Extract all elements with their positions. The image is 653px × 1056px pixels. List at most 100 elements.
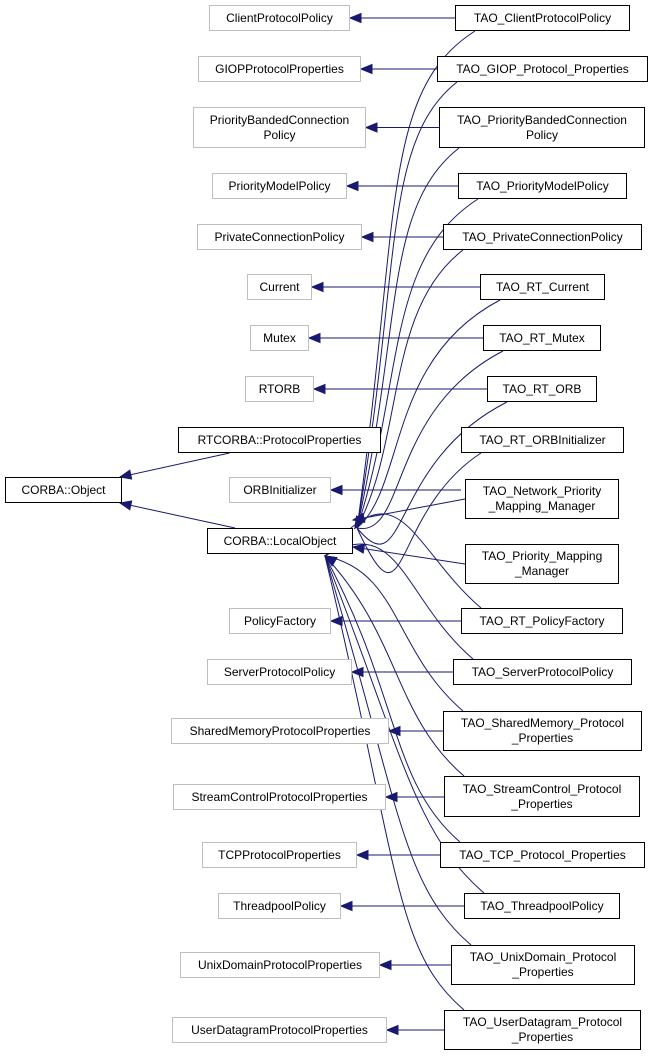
class-node-label: PolicyFactory [243,613,317,628]
class-node-tao-prioritybandedconnectionpolicy[interactable]: TAO_PriorityBandedConnection Policy [439,107,645,148]
class-node-streamcontrolprotocolproperties: StreamControlProtocolProperties [173,784,386,810]
class-node-tao-rt-mutex[interactable]: TAO_RT_Mutex [483,325,601,351]
class-node-label: PriorityBandedConnection Policy [209,112,350,142]
arrowhead-icon [385,1024,399,1036]
edge-tao-rt-current-to-corba-localobject [356,299,501,529]
class-node-label: TAO_ThreadpoolPolicy [480,898,604,913]
arrowhead-icon [339,900,353,912]
class-node-threadpoolpolicy: ThreadpoolPolicy [218,893,341,919]
edge-tao-tcp-protocol-properties-to-corba-localobject [324,555,461,843]
class-node-label: TAO_RT_ORB [502,381,582,396]
class-node-tao-rt-orb[interactable]: TAO_RT_ORB [487,376,597,402]
class-node-label: TAO_PriorityBandedConnection Policy [457,112,627,142]
class-node-corba-localobject[interactable]: CORBA::LocalObject [207,528,353,554]
class-node-label: TCPProtocolProperties [218,847,341,862]
class-node-tao-rt-orbinitializer[interactable]: TAO_RT_ORBInitializer [461,427,624,453]
class-node-label: RTORB [258,381,301,396]
class-node-label: TAO_RT_Current [496,279,589,294]
class-node-tao-giop-protocol-properties[interactable]: TAO_GIOP_Protocol_Properties [437,56,648,82]
class-node-privateconnectionpolicy: PrivateConnectionPolicy [197,224,362,250]
class-node-label: TAO_StreamControl_Protocol _Properties [462,781,622,811]
arrowhead-icon [348,12,362,24]
arrowhead-icon [378,959,392,971]
class-node-tao-tcp-protocol-properties[interactable]: TAO_TCP_Protocol_Properties [440,842,645,868]
class-node-label: PriorityModelPolicy [228,178,331,193]
arrowhead-icon [364,122,378,133]
class-node-label: TAO_ServerProtocolPolicy [471,664,614,679]
class-node-label: TAO_UnixDomain_Protocol _Properties [469,950,617,979]
class-node-current: Current [247,274,312,300]
edge-tao-priority-mapping-manager-to-corba-localobject [352,546,466,565]
class-node-label: TAO_GIOP_Protocol_Properties [456,61,629,76]
class-node-label: UnixDomainProtocolProperties [197,957,363,972]
class-node-tao-privateconnectionpolicy[interactable]: TAO_PrivateConnectionPolicy [443,224,642,250]
class-node-label: SharedMemoryProtocolProperties [189,723,371,738]
arrowhead-icon [118,469,133,480]
class-node-sharedmemoryprotocolproperties: SharedMemoryProtocolProperties [171,718,389,744]
class-node-label: TAO_TCP_Protocol_Properties [459,847,626,862]
class-node-tao-clientprotocolpolicy[interactable]: TAO_ClientProtocolPolicy [455,5,630,31]
arrowhead-icon [312,383,326,395]
arrowhead-icon [345,180,359,192]
edge-tao-network-priority-mapping-manager-to-corba-localobject [352,498,466,521]
class-node-corba-object[interactable]: CORBA::Object [5,477,122,503]
edge-tao-unixdomain-protocol-properties-to-corba-localobject [324,555,472,946]
class-node-orbinitializer: ORBInitializer [229,477,331,503]
arrowhead-icon [310,281,324,293]
class-node-clientprotocolpolicy: ClientProtocolPolicy [209,5,350,31]
class-node-label: ClientProtocolPolicy [226,10,333,25]
edge-tao-privateconnectionpolicy-to-corba-localobject [356,249,464,529]
class-node-label: TAO_Network_Priority _Mapping_Manager [482,484,602,513]
edge-tao-rt-orb-to-corba-localobject [356,401,508,545]
class-node-label: Mutex [263,330,296,345]
arrowhead-icon [323,555,338,567]
arrowhead-icon [359,63,373,75]
class-node-label: ThreadpoolPolicy [233,898,326,913]
class-node-tao-serverprotocolpolicy[interactable]: TAO_ServerProtocolPolicy [453,659,632,685]
arrowhead-icon [329,484,343,496]
arrowhead-icon [118,500,133,511]
edge-corba-localobject-to-corba-object [119,502,236,529]
class-node-tao-rt-current[interactable]: TAO_RT_Current [480,274,605,300]
arrowhead-icon [307,332,321,344]
arrowhead-icon [355,849,369,861]
edge-rtcorba-protocolproperties-to-corba-object [119,452,230,478]
class-node-label: GIOPProtocolProperties [215,61,344,76]
class-node-label: CORBA::Object [21,482,106,497]
class-node-tao-userdatagram-protocol-properties[interactable]: TAO_UserDatagram_Protocol _Properties [444,1010,641,1050]
class-node-label: ORBInitializer [243,482,317,497]
class-node-tao-sharedmemory-protocol-properties[interactable]: TAO_SharedMemory_Protocol _Properties [443,711,642,751]
class-node-tao-threadpoolpolicy[interactable]: TAO_ThreadpoolPolicy [464,893,620,919]
class-node-prioritymodelpolicy: PriorityModelPolicy [212,173,347,199]
class-node-label: TAO_Priority_Mapping _Manager [481,549,603,578]
class-node-label: PrivateConnectionPolicy [214,229,345,244]
class-node-tao-rt-policyfactory[interactable]: TAO_RT_PolicyFactory [461,608,623,634]
class-node-label: Current [259,279,300,294]
edge-tao-clientprotocolpolicy-to-corba-localobject [356,30,476,529]
class-node-rtorb: RTORB [245,376,314,402]
class-node-label: TAO_SharedMemory_Protocol _Properties [460,716,625,745]
class-node-rtcorba-protocolproperties[interactable]: RTCORBA::ProtocolProperties [178,427,381,453]
arrowhead-icon [360,231,374,243]
class-node-label: TAO_ClientProtocolPolicy [473,10,612,25]
class-node-tao-priority-mapping-manager[interactable]: TAO_Priority_Mapping _Manager [465,544,619,584]
class-node-tao-prioritymodelpolicy[interactable]: TAO_PriorityModelPolicy [458,173,627,199]
edge-tao-rt-mutex-to-corba-localobject [356,350,504,529]
class-node-tao-network-priority-mapping-manager[interactable]: TAO_Network_Priority _Mapping_Manager [465,479,619,519]
class-node-label: StreamControlProtocolProperties [191,789,368,804]
class-node-label: TAO_RT_PolicyFactory [479,613,605,628]
edge-tao-rt-orbinitializer-to-corba-localobject [356,452,482,574]
class-node-tao-unixdomain-protocol-properties[interactable]: TAO_UnixDomain_Protocol _Properties [451,945,635,985]
class-node-mutex: Mutex [250,325,309,351]
class-node-tao-streamcontrol-protocol-properties[interactable]: TAO_StreamControl_Protocol _Properties [444,776,640,817]
edge-tao-sharedmemory-protocol-properties-to-corba-localobject [324,555,464,712]
class-node-serverprotocolpolicy: ServerProtocolPolicy [207,659,352,685]
class-node-policyfactory: PolicyFactory [229,608,331,634]
class-node-label: RTCORBA::ProtocolProperties [197,432,362,447]
class-node-giopprotocolproperties: GIOPProtocolProperties [198,56,361,82]
arrowhead-icon [351,543,366,554]
class-node-label: ServerProtocolPolicy [223,664,336,679]
class-node-userdatagramprotocolproperties: UserDatagramProtocolProperties [172,1017,387,1043]
